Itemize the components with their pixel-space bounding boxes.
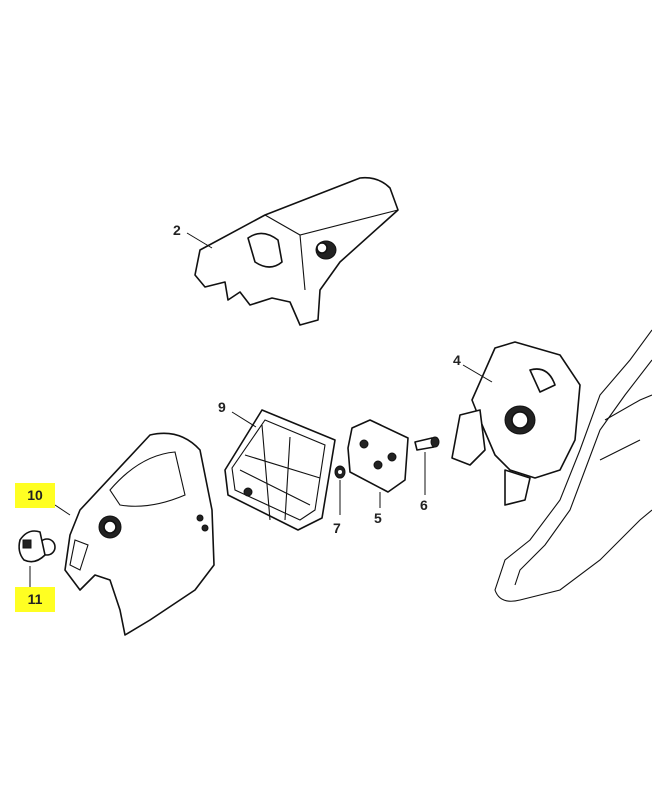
callout-9: 9 (218, 399, 226, 415)
part-9-air-filter[interactable] (224, 409, 336, 531)
callout-2: 2 (173, 222, 181, 238)
callout-10-highlighted: 10 (15, 483, 55, 508)
part-10-filter-cover[interactable] (64, 432, 215, 636)
part-4-carburetor-housing[interactable] (451, 341, 581, 506)
part-2-top-cover[interactable] (194, 176, 399, 326)
callout-4: 4 (453, 352, 461, 368)
part-5-flange[interactable] (347, 419, 409, 493)
saw-body-outline (494, 329, 652, 602)
part-11-knob[interactable] (18, 530, 56, 563)
callout-5: 5 (374, 510, 382, 526)
part-7-nut[interactable] (334, 465, 346, 479)
callout-7: 7 (333, 520, 341, 536)
callout-11-highlighted: 11 (15, 587, 55, 612)
callout-6: 6 (420, 497, 428, 513)
part-6-screw[interactable] (414, 436, 440, 451)
